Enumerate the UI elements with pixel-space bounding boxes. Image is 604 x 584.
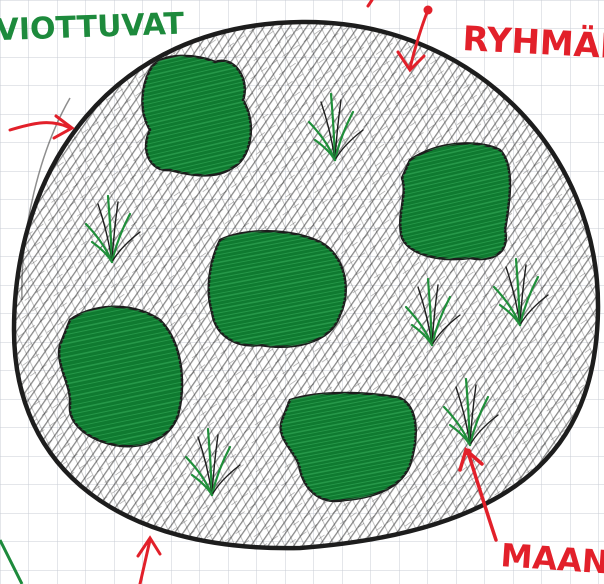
label-bottom-right: MAAN xyxy=(499,536,604,581)
arrow-bottom-right-dot xyxy=(465,449,472,456)
label-top-left: VIOTTUVAT xyxy=(0,7,185,49)
arrow-top-dot xyxy=(424,6,433,15)
